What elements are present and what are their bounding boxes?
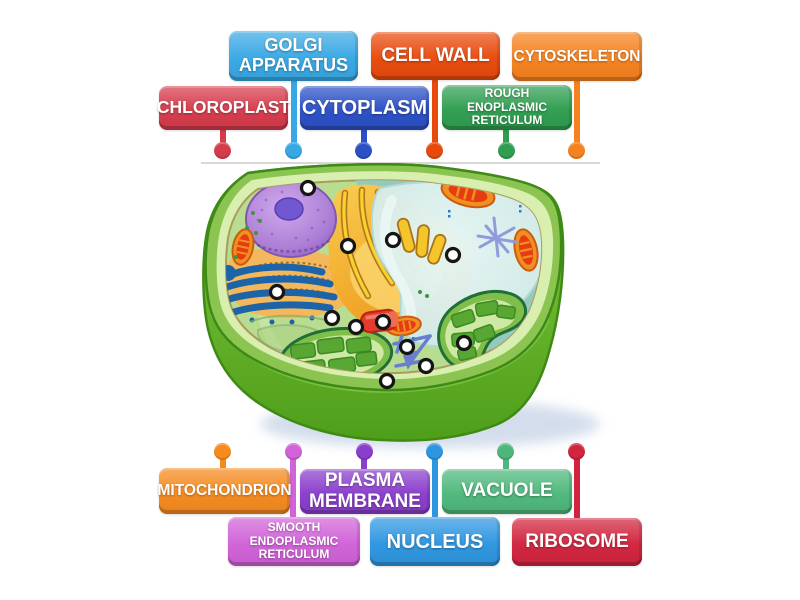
pin-knob-cell-wall bbox=[426, 142, 443, 159]
pin-knob-chloroplast bbox=[214, 142, 231, 159]
answer-marker[interactable] bbox=[378, 372, 396, 390]
pin-knob-smooth-endoplasmic-reticulum bbox=[285, 443, 302, 460]
label-cell-wall[interactable]: CELL WALL bbox=[371, 32, 500, 80]
mitochondrion-right-graphic bbox=[513, 228, 539, 272]
pin-knob-rough-enoplasmic-reticulum bbox=[498, 142, 515, 159]
label-cytoplasm[interactable]: CYTOPLASM bbox=[300, 86, 429, 130]
pin-stick-plasma-membrane bbox=[361, 452, 367, 471]
answer-marker[interactable] bbox=[323, 309, 341, 327]
label-vacuole[interactable]: VACUOLE bbox=[442, 469, 572, 514]
golgi-vesicles-graphic bbox=[396, 217, 447, 265]
label-rough-enoplasmic-reticulum[interactable]: ROUGH ENOPLASMIC RETICULUM bbox=[442, 85, 572, 130]
answer-marker[interactable] bbox=[374, 313, 392, 331]
answer-marker[interactable] bbox=[444, 246, 462, 264]
pin-stick-nucleus bbox=[432, 452, 438, 519]
pin-stick-cytoskeleton bbox=[574, 79, 580, 150]
answer-marker[interactable] bbox=[339, 237, 357, 255]
pin-stick-vacuole bbox=[503, 452, 509, 471]
pin-stick-mitochondrion bbox=[220, 452, 226, 470]
pin-stick-cytoplasm bbox=[361, 126, 367, 150]
pin-stick-cell-wall bbox=[432, 78, 438, 150]
pin-stick-rough-enoplasmic-reticulum bbox=[503, 126, 509, 150]
label-mitochondrion[interactable]: MITOCHONDRION bbox=[157, 468, 292, 514]
pin-knob-nucleus bbox=[426, 443, 443, 460]
answer-marker[interactable] bbox=[455, 334, 473, 352]
pin-knob-mitochondrion bbox=[214, 443, 231, 460]
answer-marker[interactable] bbox=[347, 318, 365, 336]
pin-knob-golgi-apparatus bbox=[285, 142, 302, 159]
label-ribosome[interactable]: RIBOSOME bbox=[512, 518, 642, 566]
pin-stick-smooth-endoplasmic-reticulum bbox=[290, 452, 296, 519]
pin-stick-chloroplast bbox=[220, 126, 226, 150]
answer-marker[interactable] bbox=[384, 231, 402, 249]
answer-marker[interactable] bbox=[268, 283, 286, 301]
divider-line bbox=[201, 162, 600, 164]
cytoskeleton-top-right-graphic bbox=[476, 216, 518, 258]
label-plasma-membrane[interactable]: PLASMA MEMBRANE bbox=[300, 469, 430, 514]
answer-marker[interactable] bbox=[417, 357, 435, 375]
answer-marker[interactable] bbox=[299, 179, 317, 197]
answer-markers bbox=[268, 179, 473, 390]
pin-stick-ribosome bbox=[574, 452, 580, 520]
pin-knob-cytoskeleton bbox=[568, 142, 585, 159]
pin-knob-cytoplasm bbox=[355, 142, 372, 159]
nucleus-graphic bbox=[245, 180, 337, 258]
pin-knob-ribosome bbox=[568, 443, 585, 460]
label-golgi-apparatus[interactable]: GOLGI APPARATUS bbox=[229, 31, 358, 81]
pin-knob-vacuole bbox=[497, 443, 514, 460]
label-nucleus[interactable]: NUCLEUS bbox=[370, 517, 500, 566]
label-smooth-endoplasmic-reticulum[interactable]: SMOOTH ENDOPLASMIC RETICULUM bbox=[228, 517, 360, 566]
label-cytoskeleton[interactable]: CYTOSKELETON bbox=[512, 32, 642, 81]
pin-stick-golgi-apparatus bbox=[291, 78, 297, 150]
label-chloroplast[interactable]: CHLOROPLAST bbox=[157, 86, 290, 130]
answer-marker[interactable] bbox=[398, 338, 416, 356]
pin-knob-plasma-membrane bbox=[356, 443, 373, 460]
